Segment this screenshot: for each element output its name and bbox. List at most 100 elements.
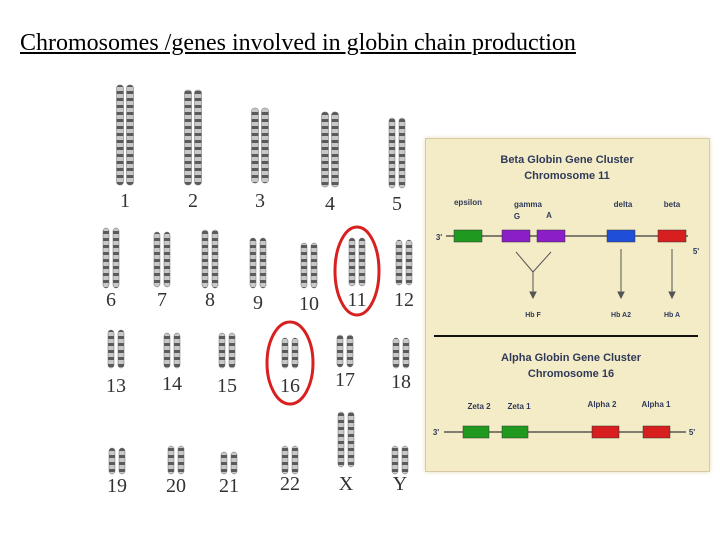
chromatid [177,445,185,475]
globin-cluster-diagram: Beta Globin Gene Cluster Chromosome 11 e… [425,138,710,472]
chromosome-pair-9 [249,237,267,289]
highlight-circle-16 [265,320,315,406]
chromatid [321,111,329,188]
gene-label-delta: delta [614,200,633,209]
slide-title: Chromosomes /genes involved in globin ch… [20,30,576,56]
chromatid [391,445,399,475]
chromatid [201,229,209,289]
chromosome-label-22: 22 [280,473,300,495]
chromatid [348,237,356,287]
chromosome-label-20: 20 [166,475,186,497]
chromatid [392,337,400,369]
chromatid [167,445,175,475]
gene-label-beta: beta [664,200,681,209]
chromatid [163,231,171,288]
chromatid [388,117,396,189]
chromosome-pair-3 [251,107,269,184]
alpha-cluster-title: Alpha Globin Gene Cluster [501,352,642,364]
chromosome-pair-20 [167,445,185,475]
gene-label-zeta1: Zeta 1 [507,402,531,411]
chromosome-pair-7 [153,231,171,288]
chromosome-label-17: 17 [335,369,355,391]
chromatid [310,242,318,289]
chromosome-pair-16 [281,337,299,369]
chromosome-label-x: X [339,473,354,495]
chromosome-pair-2 [184,89,202,186]
chromosome-label-4: 4 [325,193,335,215]
chromatid [108,447,116,475]
chromatid [126,84,134,186]
chromatid [230,451,238,475]
beta-end-left: 3' [436,233,442,242]
chromosome-pair-6 [102,227,120,289]
chromatid [358,237,366,287]
chromosome-pair-21 [220,451,238,475]
chromosome-label-6: 6 [106,289,116,311]
chromosome-label-10: 10 [299,293,319,315]
chromatid [398,117,406,189]
chromosome-pair-14 [163,332,181,369]
chromosome-pairs [102,84,413,475]
chromosome-pair-22 [281,445,299,475]
chromatid [347,411,355,468]
chromosome-label-2: 2 [188,190,198,212]
chromosome-pair-18 [392,337,410,369]
chromosome-label-18: 18 [391,371,411,393]
chromatid [107,329,115,369]
chromosome-label-y: Y [393,473,407,495]
chromosome-label-13: 13 [106,375,126,397]
product-hb-f: Hb F [525,312,541,319]
chromosome-label-1: 1 [120,190,130,212]
gene-sublabel-a: A [546,211,552,220]
chromatid [118,447,126,475]
chromatid [251,107,259,184]
chromatid [405,239,413,286]
chromatid [291,337,299,369]
gene-label-zeta2: Zeta 2 [467,402,491,411]
chromosome-label-12: 12 [394,289,414,311]
gene-box-zeta1 [501,425,529,439]
alpha-end-right: 5' [689,428,695,437]
chromosome-pair-1 [116,84,134,186]
chromatid [117,329,125,369]
chromatid [194,89,202,186]
beta-end-right: 5' [693,247,699,256]
chromatid [173,332,181,369]
chromosome-pair-19 [108,447,126,475]
chromatid [300,242,308,289]
gene-box-epsilon [453,229,483,243]
chromatid [261,107,269,184]
chromatid [116,84,124,186]
gene-label-epsilon: epsilon [454,198,482,207]
gene-box-gamma-a [536,229,566,243]
chromatid [331,111,339,188]
alpha-cluster-subtitle: Chromosome 16 [528,368,614,380]
gene-box-zeta2 [462,425,490,439]
chromatid [211,229,219,289]
product-hb-a: Hb A [664,312,680,319]
highlight-circle-11 [333,225,381,317]
product-hb-a2: Hb A2 [611,312,631,319]
chromatid [228,332,236,369]
chromosome-label-5: 5 [392,193,402,215]
chromatid [337,411,345,468]
chromosome-label-15: 15 [217,375,237,397]
chromatid [291,445,299,475]
chromosome-pair-10 [300,242,318,289]
gene-box-delta [606,229,636,243]
chromosome-label-8: 8 [205,289,215,311]
gene-box-alpha2 [591,425,620,439]
chromosome-label-19: 19 [107,475,127,497]
chromosome-label-11: 11 [347,289,366,311]
chromosome-pair-13 [107,329,125,369]
beta-arrows [515,249,676,300]
chromatid [112,227,120,289]
gene-label-gamma: gamma [514,200,543,209]
chromatid [402,337,410,369]
chromosome-pair-x [337,411,355,468]
chromosome-label-7: 7 [157,289,167,311]
chromatid [401,445,409,475]
gene-box-alpha1 [642,425,671,439]
